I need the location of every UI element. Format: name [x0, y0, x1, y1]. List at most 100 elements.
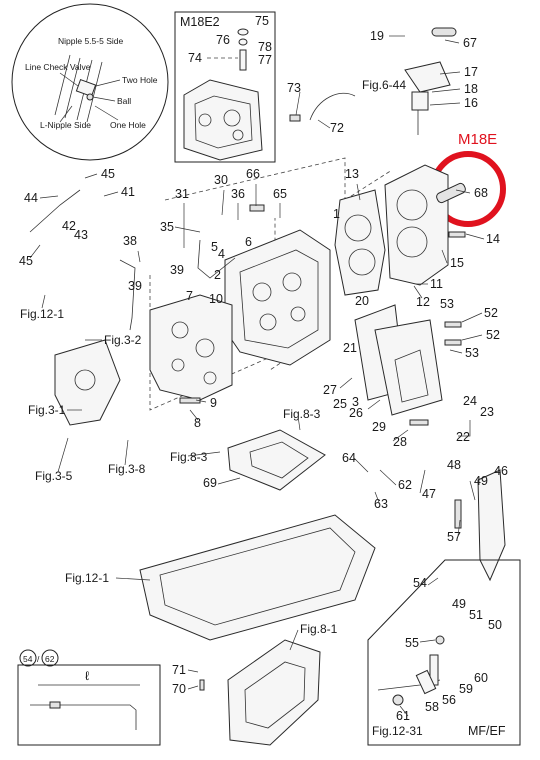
callout-23: 23 — [480, 405, 494, 419]
ref-fig-3-8: Fig.3-8 — [108, 462, 146, 476]
callout-61: 61 — [396, 709, 410, 723]
figure-refs: Fig.6-44 Fig.12-1 Fig.3-2 Fig.3-1 Fig.3-… — [20, 78, 406, 636]
ref-fig-12-1-a: Fig.12-1 — [20, 307, 64, 321]
callout-3: 3 — [352, 395, 359, 409]
label-line-check-valve: Line Check Valve — [25, 62, 91, 72]
callout-21: 21 — [343, 341, 357, 355]
callout-1: 1 — [333, 207, 340, 221]
lower-gasket — [227, 429, 326, 491]
lower-cowling — [139, 514, 376, 641]
callout-28: 28 — [393, 435, 407, 449]
callout-49a: 49 — [474, 474, 488, 488]
callout-75: 75 — [255, 14, 269, 28]
callout-41: 41 — [121, 185, 135, 199]
callout-76: 76 — [216, 33, 230, 47]
ref-fig-3-1: Fig.3-1 — [28, 403, 66, 417]
callout-10: 10 — [209, 292, 223, 306]
callout-48: 48 — [447, 458, 461, 472]
callout-64: 64 — [342, 451, 356, 465]
callout-60: 60 — [474, 671, 488, 685]
label-two-hole: Two Hole — [122, 75, 158, 85]
callout-54: 54 — [413, 576, 427, 590]
callout-16: 16 — [464, 96, 478, 110]
callout-65: 65 — [273, 187, 287, 201]
callout-47: 47 — [422, 487, 436, 501]
callout-35: 35 — [160, 220, 174, 234]
callout-9: 9 — [210, 396, 217, 410]
ref-fig-6-44: Fig.6-44 — [362, 78, 406, 92]
rod-ref-a: 54 — [23, 654, 33, 664]
cylinder-head — [384, 164, 449, 286]
rod-ref-sep: / — [37, 654, 40, 664]
head-gasket — [334, 189, 386, 296]
main-assembly-drawing — [29, 27, 506, 746]
callout-31: 31 — [175, 187, 189, 201]
callout-50: 50 — [488, 618, 502, 632]
crankcase — [149, 294, 233, 401]
label-one-hole: One Hole — [110, 120, 146, 130]
callout-51: 51 — [469, 608, 483, 622]
callout-74: 74 — [188, 51, 202, 65]
callout-70: 70 — [172, 682, 186, 696]
callout-69: 69 — [203, 476, 217, 490]
rod-detail-frame — [17, 664, 161, 746]
callout-27: 27 — [323, 383, 337, 397]
callout-39a: 39 — [170, 263, 184, 277]
ref-fig-3-2: Fig.3-2 — [104, 333, 142, 347]
callout-73: 73 — [287, 81, 301, 95]
callout-26: 26 — [349, 406, 363, 420]
callout-20: 20 — [355, 294, 369, 308]
callout-12: 12 — [416, 295, 430, 309]
linkage-rod-detail: 54 / 62 ℓ — [17, 649, 161, 746]
callout-18: 18 — [464, 82, 478, 96]
callout-53a: 53 — [440, 297, 454, 311]
ref-fig-8-3-b: Fig.8-3 — [170, 450, 208, 464]
callout-36: 36 — [231, 187, 245, 201]
callout-55: 55 — [405, 636, 419, 650]
variant-label: M18E — [458, 131, 497, 148]
callout-25: 25 — [333, 397, 347, 411]
callout-8: 8 — [194, 416, 201, 430]
callout-7: 7 — [186, 289, 193, 303]
callout-72: 72 — [330, 121, 344, 135]
ref-fig-8-3-a: Fig.8-3 — [283, 407, 321, 421]
check-valve-inset: Nipple 5.5-5 Side Line Check Valve Two H… — [11, 3, 169, 161]
callout-67: 67 — [463, 36, 477, 50]
mf-ef-frame — [367, 559, 521, 746]
callout-57: 57 — [447, 530, 461, 544]
throttle-link — [477, 469, 506, 582]
callout-63: 63 — [374, 497, 388, 511]
callout-6: 6 — [245, 235, 252, 249]
callout-52b: 52 — [486, 328, 500, 342]
inset-title: Nipple 5.5-5 Side — [58, 36, 123, 46]
inset-circle — [11, 3, 169, 161]
callout-62: 62 — [398, 478, 412, 492]
callout-14: 14 — [486, 232, 500, 246]
callout-49b: 49 — [452, 597, 466, 611]
callout-15: 15 — [450, 256, 464, 270]
mf-ef-detail: MF/EF Fig.12-31 — [367, 559, 521, 746]
lower-housing — [227, 639, 321, 746]
callout-17: 17 — [464, 65, 478, 79]
callout-5: 5 — [211, 240, 218, 254]
callout-43: 43 — [74, 228, 88, 242]
fuel-pump-bracket — [54, 339, 121, 426]
callout-45b: 45 — [19, 254, 33, 268]
callout-52a: 52 — [484, 306, 498, 320]
callout-71: 71 — [172, 663, 186, 677]
callouts: 1 2 3 4 5 6 7 8 9 10 11 12 13 14 15 16 1… — [19, 29, 508, 723]
callout-19: 19 — [370, 29, 384, 43]
ref-fig-12-31: Fig.12-31 — [372, 724, 423, 738]
callout-4: 4 — [218, 247, 225, 261]
callout-77: 77 — [258, 53, 272, 67]
callout-29: 29 — [372, 420, 386, 434]
callout-38: 38 — [123, 234, 137, 248]
callout-22: 22 — [456, 430, 470, 444]
ref-fig-12-1-b: Fig.12-1 — [65, 571, 109, 585]
callout-58: 58 — [425, 700, 439, 714]
m18e2-inset: M18E2 75 76 78 77 74 — [174, 11, 276, 163]
ref-fig-3-5: Fig.3-5 — [35, 469, 73, 483]
callout-68: 68 — [474, 186, 488, 200]
mf-ef-label: MF/EF — [468, 724, 506, 738]
